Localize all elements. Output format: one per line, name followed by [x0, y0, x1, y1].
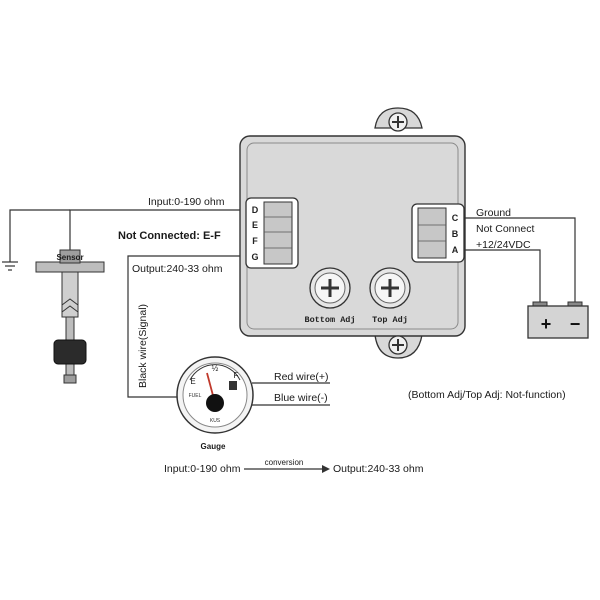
- pin-d: D: [252, 205, 259, 215]
- top-adj-screw-icon: [369, 267, 411, 309]
- pin-g: G: [251, 252, 258, 262]
- wires: [9, 209, 576, 406]
- converter-module: D E F G C B A Bottom Adj Top Adj: [239, 107, 466, 359]
- pin-b: B: [452, 229, 459, 239]
- fuel-pump-icon: [229, 381, 237, 390]
- blue-wire-label: Blue wire(-): [274, 392, 328, 404]
- not-connected-label: Not Connected: E-F: [118, 230, 221, 242]
- top-mounting-screw-icon: [388, 112, 408, 132]
- supply-label: +12/24VDC: [476, 239, 531, 251]
- top-adj-label: Top Adj: [372, 315, 408, 325]
- pin-e: E: [252, 220, 258, 230]
- fuel-level-sensor: [35, 249, 105, 384]
- sensor-float: [53, 339, 87, 365]
- conversion-arrow-icon: [244, 465, 330, 473]
- red-wire-label: Red wire(+): [274, 371, 329, 383]
- bottom-adj-label: Bottom Adj: [304, 315, 355, 325]
- sensor-label: Sensor: [56, 253, 83, 262]
- left-terminal-block: [245, 197, 299, 269]
- ground-label: Ground: [476, 207, 511, 219]
- gauge-fuel-label: FUEL: [189, 393, 202, 399]
- conversion-input: Input:0-190 ohm: [164, 463, 241, 475]
- adj-note: (Bottom Adj/Top Adj: Not-function): [408, 389, 566, 401]
- conversion-output: Output:240-33 ohm: [333, 463, 424, 475]
- gauge-e-label: E: [190, 377, 195, 386]
- sensor-ground-wire: [9, 209, 70, 262]
- gauge-half-label: ½: [212, 364, 219, 373]
- pin-f: F: [252, 236, 258, 246]
- input-label: Input:0-190 ohm: [148, 196, 225, 208]
- black-signal-wire: [127, 255, 248, 398]
- pin-a: A: [452, 245, 459, 255]
- black-wire-label: Black wire(Signal): [137, 304, 149, 388]
- bottom-mounting-screw-icon: [388, 335, 408, 355]
- fuel-gauge: [176, 356, 254, 434]
- not-connect-label: Not Connect: [476, 223, 534, 235]
- battery-plus: +: [541, 314, 552, 334]
- bottom-adj-screw-icon: [309, 267, 351, 309]
- supply-wire: [462, 249, 541, 305]
- gauge-brand-label: KUS: [210, 418, 221, 424]
- right-terminal-block: [411, 203, 465, 263]
- ground-symbol-icon: [2, 261, 18, 271]
- pin-c: C: [452, 213, 459, 223]
- gauge-f-label: F: [234, 371, 239, 380]
- conversion-arrow-label: conversion: [265, 458, 304, 467]
- ground-wire: [462, 217, 576, 305]
- battery-icon: [527, 301, 589, 339]
- output-label: Output:240-33 ohm: [132, 263, 223, 275]
- battery-minus: −: [570, 314, 581, 334]
- gauge-label: Gauge: [201, 442, 226, 451]
